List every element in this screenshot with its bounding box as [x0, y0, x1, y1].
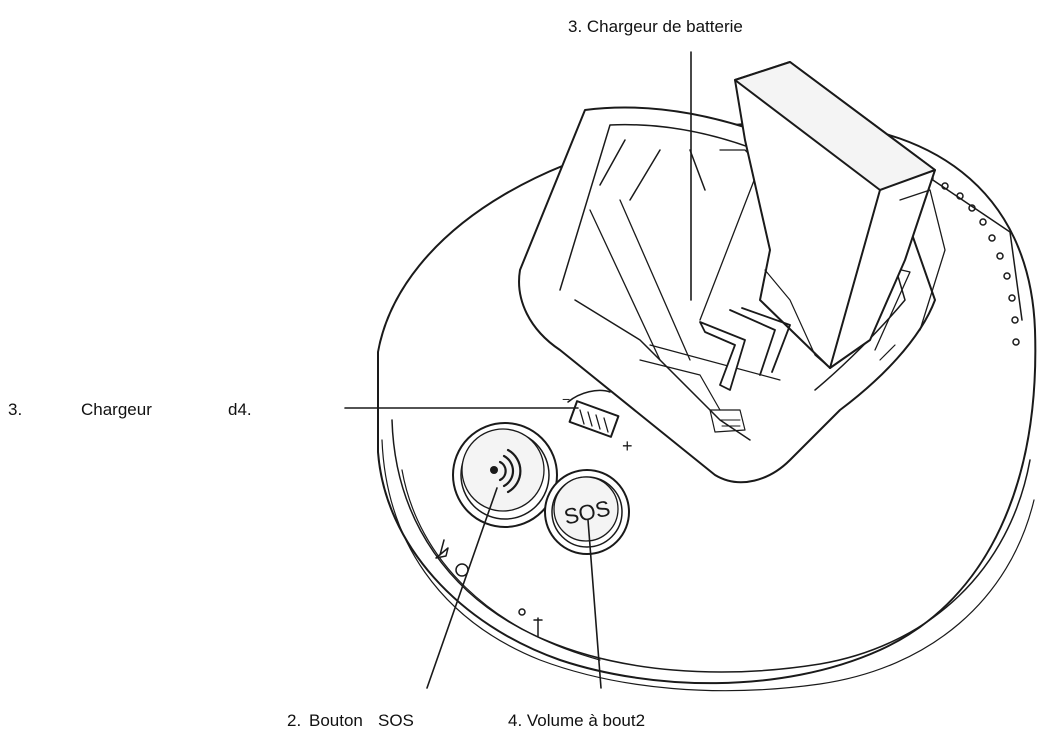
battery-pack — [734, 61, 946, 369]
battery-plus-sign: + — [622, 436, 633, 456]
leader-bottom-left — [426, 487, 498, 689]
label-volume-button: 4. Volume à bout2 — [508, 711, 646, 730]
label-left-number: 3. — [8, 400, 23, 419]
battery-indicator — [567, 389, 620, 438]
vent-holes — [917, 169, 1023, 346]
wireless-icon — [490, 448, 522, 494]
sos-button[interactable] — [544, 469, 630, 555]
leader-lines — [344, 51, 692, 689]
chevron-marks — [699, 307, 791, 391]
label-bottom-left-number: 2. — [287, 711, 302, 730]
label-bottom-left-word-b: SOS — [378, 711, 414, 730]
label-left-word: Chargeur — [81, 400, 152, 419]
label-battery-charger: 3. Chargeur de batterie — [568, 17, 743, 36]
label-bottom-left-word-a: Bouton — [309, 711, 363, 730]
battery-minus-sign: − — [562, 391, 570, 407]
label-left-code: d4. — [228, 400, 252, 419]
leader-bottom-right — [587, 519, 602, 689]
